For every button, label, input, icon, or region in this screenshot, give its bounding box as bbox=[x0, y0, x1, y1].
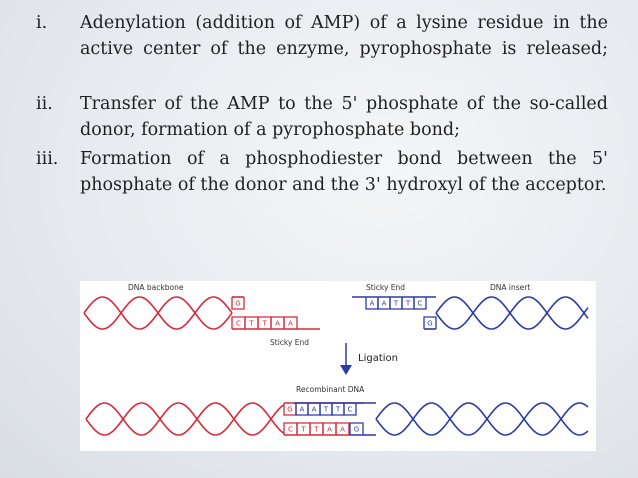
list-item: i. Adenylation (addition of AMP) of a ly… bbox=[36, 10, 608, 88]
right-bottom-base-letter: G bbox=[427, 320, 432, 328]
list-number: i. bbox=[36, 13, 48, 33]
dna-insert-label: DNA insert bbox=[490, 283, 530, 292]
result-top-blue-base-letter: A bbox=[300, 406, 305, 414]
right-bottom-base-box bbox=[423, 316, 437, 329]
ligation-arrow-head bbox=[340, 365, 352, 375]
left-bottom-base-letter: A bbox=[275, 320, 280, 328]
left-bottom-base-letter: C bbox=[236, 320, 241, 328]
sticky-end-bottom-label: Sticky End bbox=[270, 338, 309, 347]
list-item: iii. Formation of a phosphodiester bond … bbox=[36, 146, 608, 198]
result-blue-helix-strand-2 bbox=[375, 402, 589, 436]
result-red-helix-strand-1 bbox=[85, 402, 285, 436]
list-text: Formation of a phosphodiester bond betwe… bbox=[80, 149, 608, 195]
helices bbox=[83, 296, 589, 436]
result-bottom-red-base-letter: A bbox=[327, 426, 332, 434]
result-bottom-red-base-letter: A bbox=[340, 426, 345, 434]
result-bottom-blue-base-letter: G bbox=[354, 426, 359, 434]
recombinant-dna-label: Recombinant DNA bbox=[296, 385, 365, 394]
left-top-base-box bbox=[231, 297, 245, 310]
left-bottom-base-letter: T bbox=[248, 320, 254, 328]
right-helix-strand-2 bbox=[435, 296, 589, 330]
result-top-blue-base-box bbox=[343, 403, 357, 416]
list-item: ii. Transfer of the AMP to the 5' phosph… bbox=[36, 91, 608, 143]
result-bottom-red-base-box bbox=[335, 422, 350, 435]
right-top-base-box bbox=[413, 297, 427, 310]
dna-backbone-label: DNA backbone bbox=[128, 283, 184, 292]
steps-list: i. Adenylation (addition of AMP) of a ly… bbox=[36, 10, 608, 201]
left-top-base-letter: G bbox=[235, 300, 240, 308]
result-top-blue-base-letter: C bbox=[348, 406, 353, 414]
result-bottom-red-base-letter: C bbox=[288, 426, 293, 434]
result-red-helix-strand-2 bbox=[85, 402, 285, 436]
result-top-blue-base-letter: T bbox=[335, 406, 341, 414]
list-number: ii. bbox=[36, 94, 53, 114]
right-top-base-letter: T bbox=[393, 300, 399, 308]
right-helix-strand-1 bbox=[435, 296, 589, 330]
list-text: Transfer of the AMP to the 5' phosphate … bbox=[80, 94, 608, 140]
list-text: Adenylation (addition of AMP) of a lysin… bbox=[80, 13, 608, 59]
result-top-blue-base-letter: T bbox=[323, 406, 329, 414]
left-helix-strand-2 bbox=[83, 296, 233, 330]
right-top-base-letter: A bbox=[382, 300, 387, 308]
result-bottom-red-base-letter: T bbox=[313, 426, 319, 434]
result-bottom-blue-base-box bbox=[349, 422, 364, 435]
left-bottom-base-letter: A bbox=[288, 320, 293, 328]
right-top-base-letter: T bbox=[405, 300, 411, 308]
right-top-base-letter: C bbox=[418, 300, 423, 308]
result-blue-helix-strand-1 bbox=[375, 402, 589, 436]
sticky-end-top-label: Sticky End bbox=[366, 283, 405, 292]
left-bottom-base-letter: T bbox=[261, 320, 267, 328]
result-top-blue-base-letter: A bbox=[312, 406, 317, 414]
list-number: iii. bbox=[36, 149, 59, 169]
left-bottom-base-box bbox=[283, 316, 298, 329]
ligation-label: Ligation bbox=[358, 353, 398, 364]
result-top-red-base-letter: G bbox=[287, 406, 292, 414]
result-bottom-red-base-letter: T bbox=[300, 426, 306, 434]
right-top-base-letter: A bbox=[370, 300, 375, 308]
